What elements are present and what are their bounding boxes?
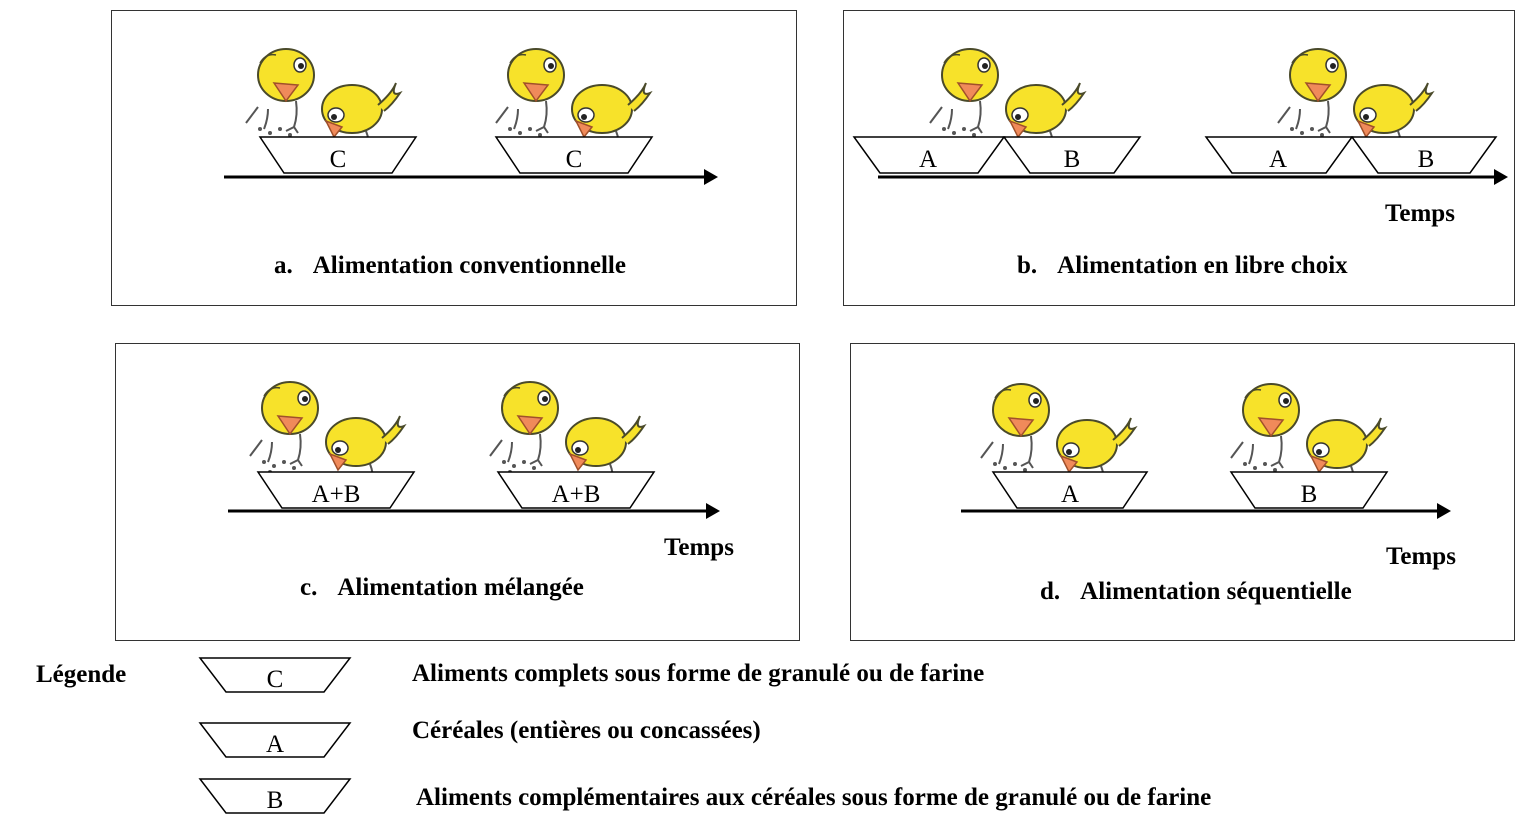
trough: A — [1204, 136, 1354, 174]
time-axis-arrow — [706, 503, 720, 519]
trough: C — [258, 136, 418, 174]
caption-text: Alimentation mélangée — [337, 574, 584, 601]
chick-icon — [489, 381, 645, 487]
panel-c: A+B A+B Temps c. Alimentation mélangée — [115, 343, 800, 641]
legend-item-text: Céréales (entières ou concassées) — [412, 717, 761, 744]
panel-caption: c. Alimentation mélangée — [300, 574, 584, 602]
legend-trough-label: C — [267, 666, 284, 693]
trough: A — [991, 471, 1149, 509]
legend-trough-label: B — [267, 787, 284, 814]
legend-item-text: Aliments complets sous forme de granulé … — [412, 660, 985, 687]
caption-text: Alimentation conventionnelle — [312, 252, 626, 279]
panel-letter: b. — [1017, 252, 1038, 279]
panel-a-diagram: C C — [224, 48, 718, 185]
panel-d-diagram: A B — [961, 383, 1451, 519]
trough: B — [1002, 136, 1142, 174]
time-axis-label: Temps — [1386, 543, 1456, 570]
panel-letter: c. — [300, 574, 318, 601]
trough: A+B — [496, 471, 656, 509]
legend-trough-icon: A — [198, 722, 352, 758]
trough: A+B — [256, 471, 416, 509]
trough-label: C — [566, 146, 583, 173]
trough-label: A — [1061, 481, 1079, 508]
trough: B — [1350, 136, 1498, 174]
time-axis-label: Temps — [664, 534, 734, 561]
trough-label: B — [1418, 146, 1435, 173]
trough-label: B — [1064, 146, 1081, 173]
panel-caption: d. Alimentation séquentielle — [1040, 578, 1352, 606]
panel-b-diagram: A B A B — [852, 48, 1508, 185]
trough: C — [494, 136, 654, 174]
panel-caption: b. Alimentation en libre choix — [1017, 252, 1348, 280]
legend-item-text: Aliments complémentaires aux céréales so… — [416, 784, 1212, 811]
panel-c-diagram: A+B A+B — [228, 381, 720, 519]
caption-text: Alimentation séquentielle — [1080, 578, 1352, 605]
trough-label: C — [330, 146, 347, 173]
caption-text: Alimentation en libre choix — [1057, 252, 1348, 279]
trough-label: A+B — [312, 481, 361, 508]
panel-letter: d. — [1040, 578, 1061, 605]
time-axis-arrow — [704, 169, 718, 185]
legend-trough-icon: B — [198, 778, 352, 814]
trough-label: A+B — [552, 481, 601, 508]
trough-label: A — [1269, 146, 1287, 173]
panel-d: A B Temps d. Alimentation séquentielle — [850, 343, 1515, 641]
legend-trough-icon: C — [198, 657, 352, 693]
trough: A — [852, 136, 1006, 174]
time-axis-arrow — [1437, 503, 1451, 519]
trough-label: B — [1301, 481, 1318, 508]
panel-a: C C a. Alimentation conventionnelle — [111, 10, 797, 306]
panel-caption: a. Alimentation conventionnelle — [274, 252, 626, 280]
time-axis-arrow — [1494, 169, 1508, 185]
legend-trough-label: A — [266, 731, 284, 758]
panel-letter: a. — [274, 252, 293, 279]
trough-label: A — [919, 146, 937, 173]
trough: B — [1229, 471, 1389, 509]
time-axis-label: Temps — [1385, 200, 1455, 227]
chick-icon — [249, 381, 405, 487]
panel-b: A B A B Temps b. Alimentation en libre ch… — [843, 10, 1515, 306]
legend-title: Légende — [36, 661, 127, 688]
